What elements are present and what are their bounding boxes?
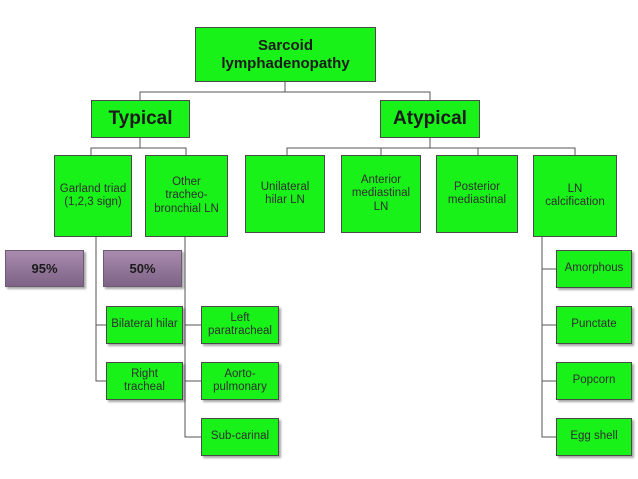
node-other-tracheobronchial: Other tracheo- bronchial LN xyxy=(145,155,228,237)
node-amorphous: Amorphous xyxy=(556,250,632,288)
node-posterior-mediastinal: Posterior mediastinal xyxy=(436,155,518,233)
node-typical: Typical xyxy=(91,100,190,138)
node-sarcoid-lymphadenopathy: Sarcoid lymphadenopathy xyxy=(195,27,376,82)
edge-root-atypical xyxy=(285,91,431,100)
node-right-tracheal: Right tracheal xyxy=(106,362,183,400)
node-left-paratracheal: Left paratracheal xyxy=(201,306,279,344)
edge-root-typical xyxy=(139,82,286,100)
node-sub-carinal: Sub-carinal xyxy=(201,418,279,456)
edge-atypical-unilateral xyxy=(286,138,431,155)
node-anterior-mediastinal: Anterior mediastinal LN xyxy=(341,155,421,233)
node-unilateral-hilar: Unilateral hilar LN xyxy=(245,155,325,233)
edge-typical-other xyxy=(140,147,187,155)
node-aorto-pulmonary: Aorto- pulmonary xyxy=(201,362,279,400)
edge-other-children xyxy=(184,237,201,438)
percent-badge-garland: 95% xyxy=(5,250,84,287)
node-ln-calcification: LN calcification xyxy=(533,155,617,237)
edge-calcification-children xyxy=(541,237,556,438)
edge-atypical-calcification xyxy=(430,147,576,155)
node-bilateral-hilar: Bilateral hilar xyxy=(106,306,183,344)
node-atypical: Atypical xyxy=(380,100,480,138)
node-garland-triad: Garland triad (1,2,3 sign) xyxy=(54,155,132,237)
node-punctate: Punctate xyxy=(556,306,632,344)
node-popcorn: Popcorn xyxy=(556,362,632,400)
edge-typical-garland xyxy=(90,138,141,155)
edge-garland-children xyxy=(95,237,106,382)
percent-badge-other: 50% xyxy=(103,250,182,287)
node-egg-shell: Egg shell xyxy=(556,418,632,456)
